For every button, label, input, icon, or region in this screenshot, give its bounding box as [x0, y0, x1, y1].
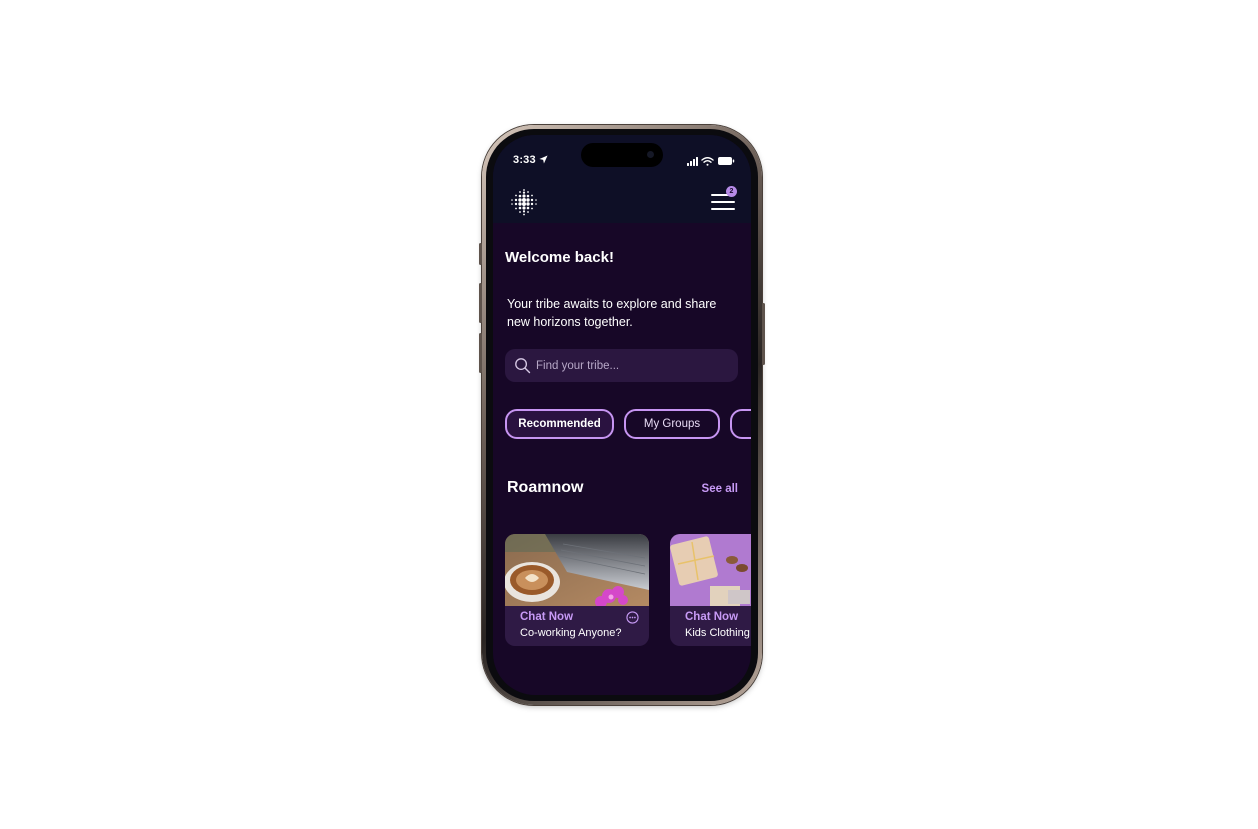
chip-my-groups[interactable]: My Groups	[624, 409, 720, 439]
hamburger-menu-icon	[711, 194, 735, 196]
menu-bar-middle	[711, 201, 735, 203]
group-cards: Chat Now Co-working Anyone?	[505, 534, 751, 646]
card-image-kids-clothing	[670, 534, 751, 606]
chip-more[interactable]	[730, 409, 751, 439]
volume-up-button	[479, 283, 482, 323]
action-button	[479, 243, 482, 265]
search-input[interactable]	[536, 349, 731, 382]
notification-badge: 2	[726, 186, 737, 197]
card-image-coworking	[505, 534, 649, 606]
search-icon	[515, 358, 531, 374]
see-all-link[interactable]: See all	[701, 483, 738, 495]
welcome-subtitle: Your tribe awaits to explore and share n…	[507, 297, 717, 329]
front-camera	[647, 151, 654, 158]
card-title: Co-working Anyone?	[520, 627, 622, 639]
dynamic-island	[581, 143, 663, 167]
battery-icon	[718, 157, 735, 165]
chat-now-label[interactable]: Chat Now	[520, 611, 574, 623]
menu-bar-bottom	[711, 208, 735, 210]
search-bar	[505, 349, 738, 382]
card-title: Kids Clothing	[685, 627, 750, 639]
phone-frame: 3:33	[479, 125, 765, 705]
app-logo-icon	[511, 189, 537, 216]
power-button	[762, 303, 765, 365]
status-icons	[687, 157, 735, 166]
chip-recommended[interactable]: Recommended	[505, 409, 614, 439]
cellular-signal-icon	[687, 157, 698, 166]
section-title: Roamnow	[507, 479, 584, 496]
chat-bubble-icon[interactable]	[626, 611, 639, 624]
group-card[interactable]: Chat Now Kids Clothing	[670, 534, 751, 646]
filter-chips: Recommended My Groups	[505, 409, 751, 443]
volume-down-button	[479, 333, 482, 373]
chat-now-label[interactable]: Chat Now	[685, 611, 739, 623]
welcome-title: Welcome back!	[505, 249, 614, 266]
group-card[interactable]: Chat Now Co-working Anyone?	[505, 534, 649, 646]
app-screen: 3:33	[493, 135, 751, 695]
app-header: 3:33	[493, 135, 751, 223]
wifi-icon	[701, 157, 714, 166]
status-time: 3:33	[513, 154, 536, 166]
location-arrow-icon	[539, 155, 548, 164]
menu-button[interactable]: 2	[709, 186, 737, 213]
